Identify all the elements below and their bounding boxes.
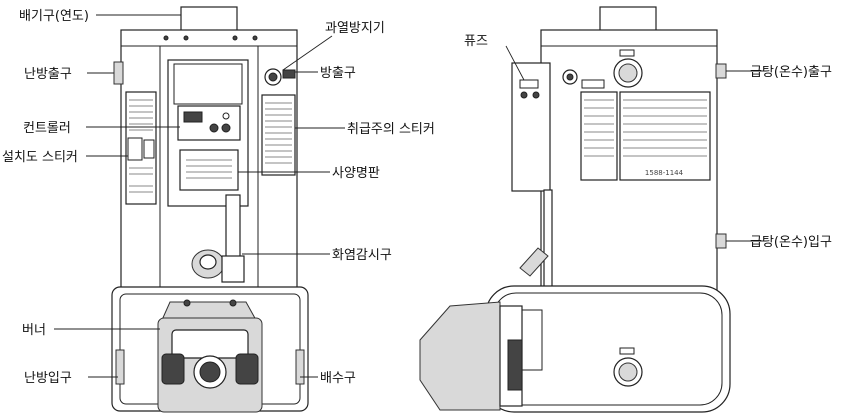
caution-sticker-panel [261,94,296,176]
label-install-sticker: 설치도 스티커 [2,150,78,165]
exhaust-pipe [180,6,238,32]
leader-lines [54,14,764,378]
service-phone: 1588-1144 [645,169,684,177]
install-sticker-panel [125,91,157,205]
side-burner [419,301,501,411]
side-sticker-right [619,91,711,181]
label-exhaust: 배기구(연도) [19,9,89,24]
label-controller: 컨트롤러 [23,121,71,136]
fuse-box [511,62,551,192]
label-drain: 배수구 [320,371,356,386]
front-view-boiler [111,6,309,413]
controller-unit [177,105,241,141]
burner-top [161,301,257,321]
label-hotwater-inlet: 급탕(온수)입구 [750,235,832,250]
side-sticker-left [580,91,618,181]
label-heating-outlet: 난방출구 [24,67,72,82]
spec-plate-panel [179,149,239,191]
label-fuse: 퓨즈 [464,34,488,49]
hotwater-inlet-pipe [715,233,727,249]
label-spec-plate: 사양명판 [332,166,380,181]
label-discharge: 방출구 [320,66,356,81]
side-view-boiler: 1588-1144 [419,6,731,413]
label-heating-inlet: 난방입구 [24,371,72,386]
label-flame-window: 화염감시구 [332,248,392,263]
label-burner: 버너 [22,323,46,338]
side-exhaust-pipe [599,6,657,32]
label-overheat-preventer: 과열방지기 [325,21,385,36]
heating-outlet-pipe [113,61,124,85]
labels: 배기구(연도) 난방출구 컨트롤러 설치도 스티커 버너 난방입구 과열방지기 … [2,9,832,386]
label-hotwater-outlet: 급탕(온수)출구 [750,65,832,80]
label-caution-sticker: 취급주의 스티커 [347,122,435,137]
